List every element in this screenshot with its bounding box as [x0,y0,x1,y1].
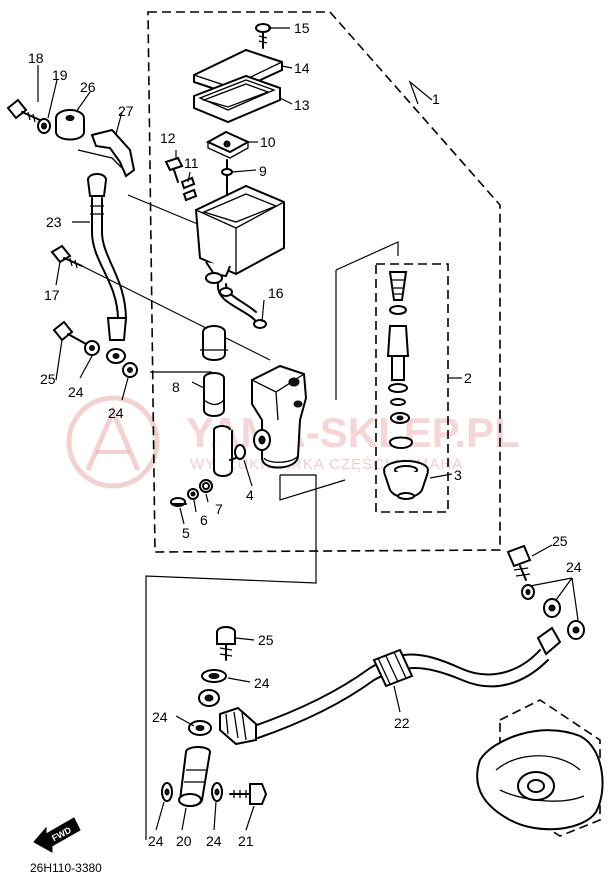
part-13-diaphragm [193,74,281,124]
callout-8: 8 [172,379,180,395]
master-cylinder-body [251,364,308,469]
part-24-washer-lower-b [198,689,220,707]
part-24-washer-lower-c [188,720,212,736]
part-24-washer-lower-a [201,669,227,683]
part-19-washer [37,118,51,134]
assembly-2-bracket [335,241,399,271]
part-24-washer-right-c [567,620,585,640]
forward-direction-arrow-icon: FWD [33,817,81,853]
part-3-dust-boot [383,460,429,500]
piston-kit-internals [386,271,414,449]
brake-caliper-outline [476,699,604,837]
callout-16: 16 [268,285,284,301]
part-12-screw [164,156,184,183]
yamaha-tuning-fork-logo-icon [66,395,160,489]
callout-9: 9 [259,163,267,179]
part-17-bolt [50,244,83,269]
callout-13: 13 [294,97,310,113]
callout-labels: 15 14 13 1 12 11 10 9 18 19 26 27 23 16 … [28,20,582,849]
callout-19: 19 [52,67,68,83]
part-25-union-bolt-right [506,544,532,581]
callout-17: 17 [44,287,60,303]
callout-7: 7 [215,501,223,517]
part-15-screw [255,23,271,49]
callout-27: 27 [118,103,134,119]
part-22-brake-hose [219,626,562,746]
part-5-screw [170,497,187,507]
callout-11: 11 [184,155,199,171]
part-18-bolt [6,98,41,123]
callout-6: 6 [200,512,208,528]
callout-24-right: 24 [566,559,582,575]
part-8-push-rod-boot [203,372,225,417]
reservoir-tank [194,184,285,284]
part-21-bolt [229,783,268,805]
callout-24-a: 24 [68,384,84,400]
part-24-washer-a [84,340,100,356]
part-25-union-bolt-lower [216,626,236,661]
callout-4: 4 [246,487,254,503]
callout-24-b: 24 [108,405,124,421]
callout-21: 21 [238,833,254,849]
part-4-fitting [213,425,246,477]
callout-24-lower-a: 24 [254,675,270,691]
part-24-washer-right-b [543,598,561,618]
part-7-oring [199,479,213,493]
drawing-code: 26H110-3380 [30,861,102,875]
callout-25-right: 25 [552,533,568,549]
reservoir-hose-joint [200,325,228,361]
callout-22: 22 [394,715,410,731]
part-24-washer-bottom-b [211,782,223,802]
part-11-washer [180,176,198,202]
part-26-grommet [55,109,85,141]
callout-26: 26 [80,79,96,95]
callout-14: 14 [294,60,310,76]
callout-5: 5 [182,525,190,541]
callout-2: 2 [464,370,472,386]
callout-18: 18 [28,50,44,66]
part-25-union-bolt [52,320,87,345]
part-23-brake-hose [86,173,128,364]
callout-20: 20 [176,833,192,849]
callout-3: 3 [454,467,462,483]
routing-line-hose-23 [145,474,317,840]
callout-15: 15 [294,20,310,36]
part-24-washer-bottom-a [161,782,173,802]
assembly-1-outline [147,11,501,553]
assembly-2-outline [375,263,449,513]
part-20-banjo-fitting [178,746,211,807]
part-16-hose [216,283,267,329]
leader-lines [37,27,579,831]
part-6-washer [187,488,199,500]
part-10-plate [205,130,251,159]
callout-25: 25 [40,371,56,387]
callout-12: 12 [160,130,176,146]
callout-24-bottom-a: 24 [148,833,164,849]
callout-10: 10 [260,134,276,150]
callout-24-lower-b: 24 [152,709,168,725]
callout-1: 1 [432,91,440,107]
part-24-washer-right-a [521,584,535,600]
callout-23: 23 [46,214,62,230]
callout-24-bottom-b: 24 [206,833,222,849]
callout-25-lower: 25 [258,632,274,648]
part-27-bracket [77,128,136,178]
part-24-washer-b [122,362,138,378]
